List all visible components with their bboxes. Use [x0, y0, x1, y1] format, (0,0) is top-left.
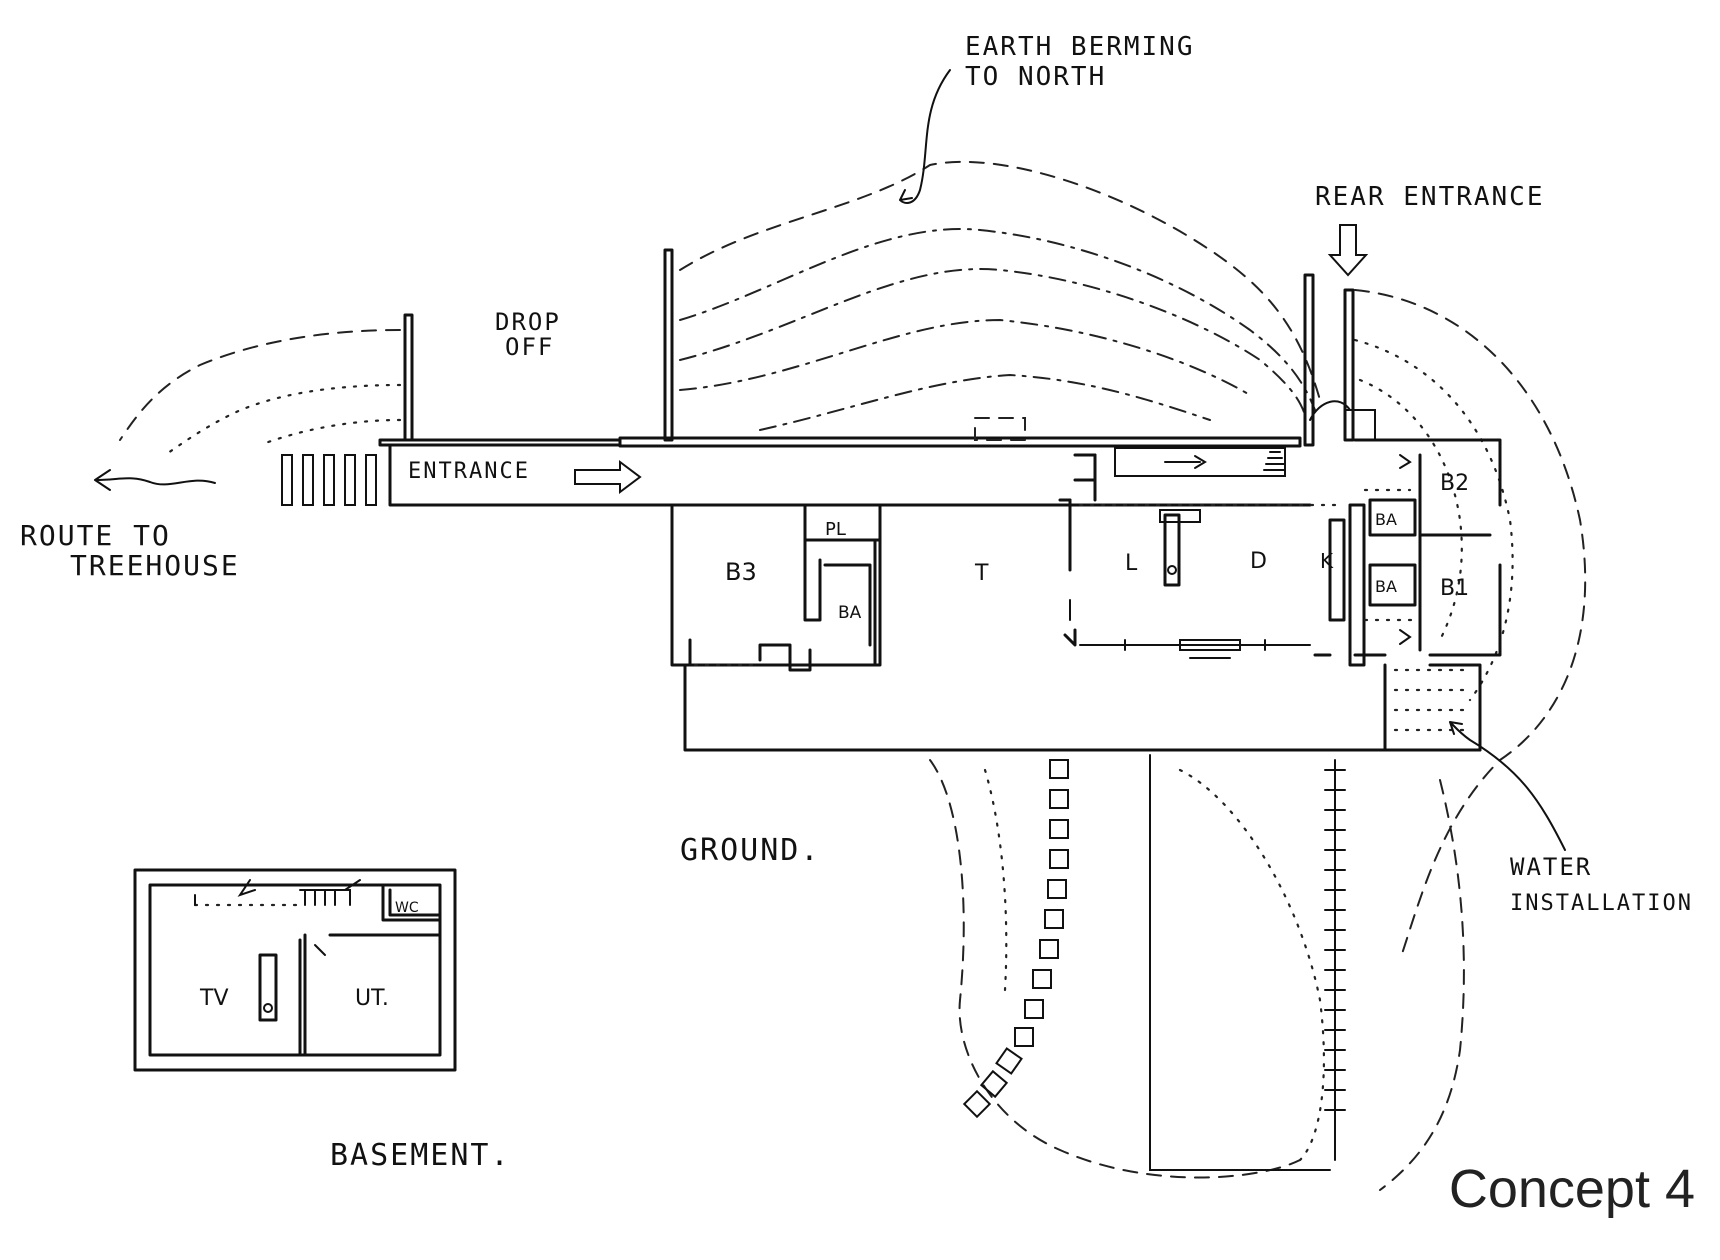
basement-label: BASEMENT. [330, 1138, 511, 1173]
room-d: D [1250, 549, 1267, 574]
room-tags: B3 PL BA T L D K BA BA B2 B1 TV UT. WC [199, 471, 1469, 1011]
earth-berming-label-line1: EARTH BERMING [965, 32, 1195, 62]
route-curves [119, 329, 402, 457]
garden-layout [929, 754, 1465, 1191]
room-l: L [1125, 551, 1138, 576]
room-pl: PL [825, 519, 846, 540]
water-installation-line2: INSTALLATION [1510, 891, 1693, 916]
route-arrow [94, 469, 216, 491]
drop-off-label-line1: DROP [495, 308, 561, 336]
earth-berming-leader-arrow [899, 69, 951, 204]
room-b3: B3 [725, 558, 757, 586]
rear-entrance-label: REAR ENTRANCE [1315, 182, 1545, 212]
route-to-treehouse-line1: ROUTE TO [20, 519, 171, 552]
entrance-label: ENTRANCE [408, 459, 530, 484]
room-k: K [1320, 549, 1334, 573]
room-b2: B2 [1440, 471, 1469, 496]
rear-entrance-arrow [1327, 224, 1369, 277]
ground-label: GROUND. [680, 833, 820, 868]
drop-off-label-line2: OFF [505, 333, 554, 361]
ground-floor-plan [281, 248, 1502, 752]
water-installation-leader [1449, 721, 1566, 851]
room-b1: B1 [1440, 576, 1469, 601]
room-ut: UT. [355, 986, 389, 1011]
room-t: T [974, 561, 989, 586]
room-wc: WC [395, 900, 419, 916]
annotation-labels: EARTH BERMING TO NORTH REAR ENTRANCE DRO… [20, 32, 1693, 1173]
earth-berming-contours [679, 160, 1587, 961]
basement-plan [133, 868, 457, 1072]
entrance-arrow [574, 460, 642, 494]
water-installation-line1: WATER [1510, 853, 1592, 881]
room-ba-left: BA [838, 603, 862, 623]
room-ba-upper: BA [1375, 510, 1397, 529]
room-tv: TV [199, 986, 229, 1011]
earth-berming-label-line2: TO NORTH [965, 62, 1106, 92]
concept-caption: Concept 4 [1448, 1159, 1695, 1219]
route-to-treehouse-line2: TREEHOUSE [70, 549, 240, 582]
room-ba-lower: BA [1375, 577, 1397, 596]
